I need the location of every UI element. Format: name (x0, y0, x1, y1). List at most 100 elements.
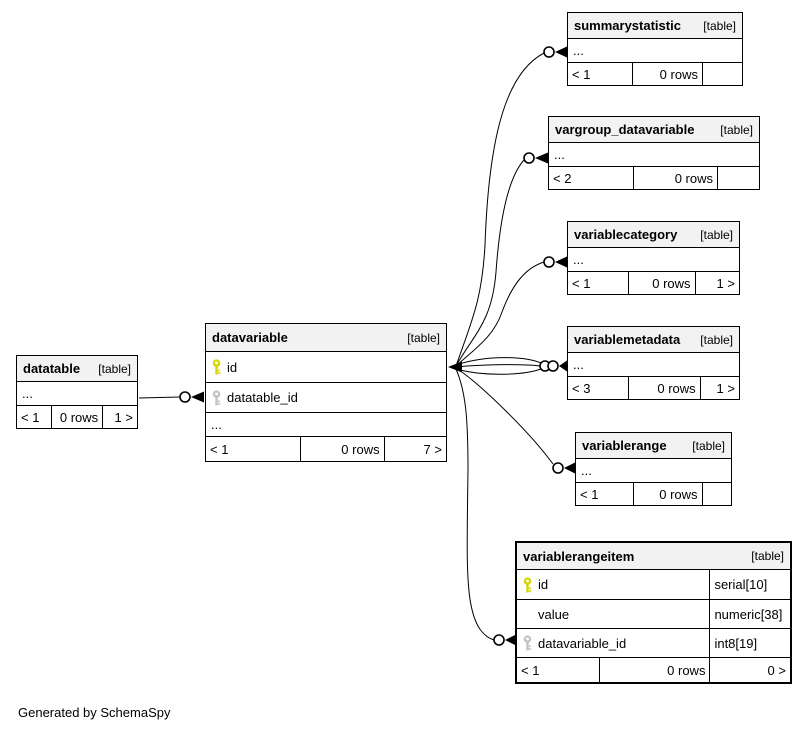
foreign-key-icon (211, 389, 227, 406)
footer-children: 1 > (699, 377, 739, 399)
table-node-datatable[interactable]: datatable [table] ... < 1 0 rows 1 > (16, 355, 138, 429)
crow-arrowhead (555, 256, 567, 268)
table-name: variablecategory (574, 227, 678, 242)
table-name: variablerangeitem (523, 548, 635, 564)
table-tag: [table] (720, 122, 753, 137)
table-name: datavariable (212, 330, 288, 345)
footer-children: 1 > (694, 272, 739, 294)
table-header[interactable]: datavariable [table] (206, 324, 446, 352)
foreign-key-icon (522, 635, 538, 651)
row-label: ... (573, 357, 584, 372)
table-header[interactable]: summarystatistic [table] (568, 13, 742, 39)
primary-key-icon (211, 359, 227, 375)
cardinality-circle (543, 256, 555, 268)
table-row: ... (549, 143, 759, 166)
table-row: ... (576, 459, 731, 482)
column-type: serial[10] (709, 570, 790, 599)
table-header[interactable]: variablerangeitem [table] (517, 543, 790, 570)
table-tag: [table] (700, 227, 733, 242)
table-tag: [table] (700, 332, 733, 347)
column-type: numeric[38] (709, 600, 790, 628)
footer-rowcount: 0 rows (627, 272, 695, 294)
table-row: id serial[10] (517, 570, 790, 599)
row-label: ... (22, 386, 33, 401)
table-row: ... (568, 248, 739, 271)
row-label: ... (573, 252, 584, 267)
edge-datavariable-variablemetadata-3 (455, 368, 542, 375)
cardinality-circle (547, 360, 559, 372)
table-footer: < 1 0 rows 1 > (568, 271, 739, 294)
footer-parents: < 2 (553, 170, 572, 186)
cardinality-circle (543, 46, 555, 58)
crow-arrowhead (191, 391, 204, 403)
table-row: value numeric[38] (517, 599, 790, 628)
table-row: ... (568, 353, 739, 376)
table-header[interactable]: vargroup_datavariable [table] (549, 117, 759, 143)
table-footer: < 1 0 rows (576, 482, 731, 505)
table-node-variablecategory[interactable]: variablecategory [table] ... < 1 0 rows … (567, 221, 740, 295)
table-name: vargroup_datavariable (555, 122, 695, 137)
table-node-vargroup-datavariable[interactable]: vargroup_datavariable [table] ... < 2 0 … (548, 116, 760, 190)
table-footer: < 1 0 rows (568, 62, 742, 85)
edge-datavariable-vargroup-datavariable (455, 159, 525, 367)
cardinality-circle (179, 391, 191, 403)
table-header[interactable]: variablemetadata [table] (568, 327, 739, 353)
cardinality-circle (493, 634, 505, 646)
crow-arrowhead (505, 634, 516, 646)
generator-note: Generated by SchemaSpy (18, 705, 171, 720)
column-name: datavariable_id (538, 635, 627, 651)
footer-rowcount: 0 rows (50, 406, 103, 428)
row-label: ... (211, 417, 222, 432)
edge-datavariable-summarystatistic (455, 52, 545, 367)
footer-parents: < 1 (210, 441, 229, 457)
table-node-variablerange[interactable]: variablerange [table] ... < 1 0 rows (575, 432, 732, 506)
column-name: id (538, 577, 549, 592)
footer-children: 7 > (383, 437, 446, 461)
footer-rowcount: 0 rows (598, 658, 710, 682)
table-tag: [table] (703, 18, 736, 33)
table-row: ... (17, 382, 137, 405)
table-header[interactable]: datatable [table] (17, 356, 137, 382)
table-footer: < 1 0 rows 7 > (206, 436, 446, 461)
edge-datavariable-variablecategory (455, 261, 545, 367)
table-node-datavariable[interactable]: datavariable [table] id (205, 323, 447, 462)
footer-children (701, 63, 742, 85)
primary-key-icon (522, 576, 538, 593)
footer-children (717, 167, 759, 189)
table-tag: [table] (407, 330, 440, 345)
footer-parents: < 1 (572, 66, 591, 82)
table-tag: [table] (751, 549, 784, 563)
table-footer: < 2 0 rows (549, 166, 759, 189)
table-row: datatable_id (206, 382, 446, 412)
footer-children (701, 483, 731, 505)
table-tag: [table] (692, 438, 725, 453)
edge-datavariable-variablerange (455, 367, 554, 465)
table-row: ... (568, 39, 742, 62)
footer-parents: < 1 (21, 409, 40, 425)
table-name: datatable (23, 361, 81, 376)
row-label: ... (573, 43, 584, 58)
footer-parents: < 1 (521, 662, 540, 678)
edge-datatable-datavariable (138, 396, 181, 399)
footer-rowcount: 0 rows (633, 167, 717, 189)
footer-rowcount: 0 rows (633, 483, 701, 505)
table-footer: < 1 0 rows 1 > (17, 405, 137, 428)
edge-datavariable-variablerangeitem (455, 368, 495, 641)
table-node-variablerangeitem[interactable]: variablerangeitem [table] id serial[10] (515, 541, 792, 684)
cardinality-circle (552, 462, 564, 474)
cardinality-circle (523, 152, 535, 164)
table-header[interactable]: variablerange [table] (576, 433, 731, 459)
table-row: id (206, 352, 446, 382)
crow-arrowhead (559, 360, 567, 372)
table-name: variablemetadata (574, 332, 681, 347)
footer-parents: < 3 (572, 380, 591, 396)
row-label: ... (581, 463, 592, 478)
table-header[interactable]: variablecategory [table] (568, 222, 739, 248)
column-type: int8[19] (709, 629, 790, 657)
table-name: summarystatistic (574, 18, 681, 33)
table-node-summarystatistic[interactable]: summarystatistic [table] ... < 1 0 rows (567, 12, 743, 86)
crow-arrowhead (555, 46, 567, 58)
footer-children: 1 > (102, 406, 137, 428)
table-node-variablemetadata[interactable]: variablemetadata [table] ... < 3 0 rows … (567, 326, 740, 400)
edge-datavariable-variablemetadata-2 (455, 364, 542, 368)
